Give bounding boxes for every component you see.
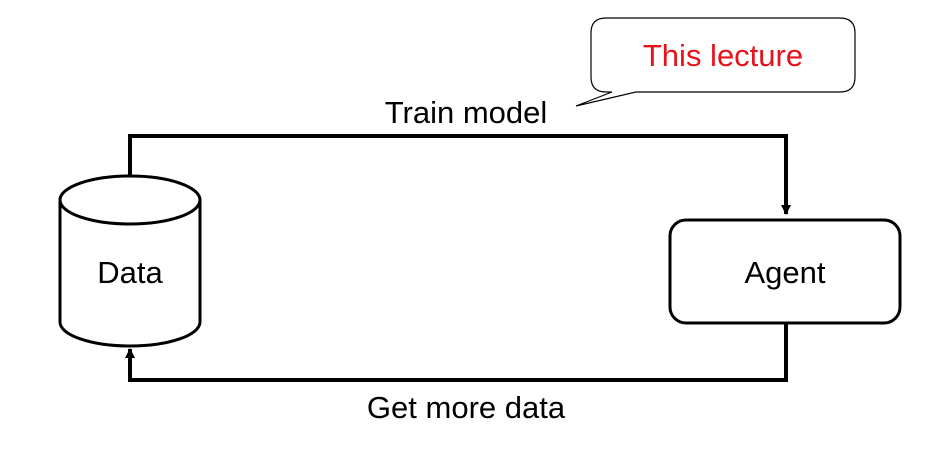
callout-text: This lecture (643, 38, 803, 73)
callout-shape (575, 17, 856, 107)
callout-bubble: This lecture (575, 17, 856, 107)
agent-box (668, 218, 902, 325)
agent-node-label: Agent (744, 255, 825, 290)
train-model-label: Train model (385, 95, 548, 130)
data-node: Data (58, 174, 202, 348)
data-node-label: Data (97, 255, 163, 290)
train-model-arrow (128, 134, 791, 215)
get-more-data-arrow (125, 324, 788, 382)
data-cylinder-body (58, 198, 202, 348)
agent-node: Agent (668, 218, 902, 325)
get-more-data-label: Get more data (367, 390, 566, 425)
data-cylinder-top (58, 174, 202, 226)
